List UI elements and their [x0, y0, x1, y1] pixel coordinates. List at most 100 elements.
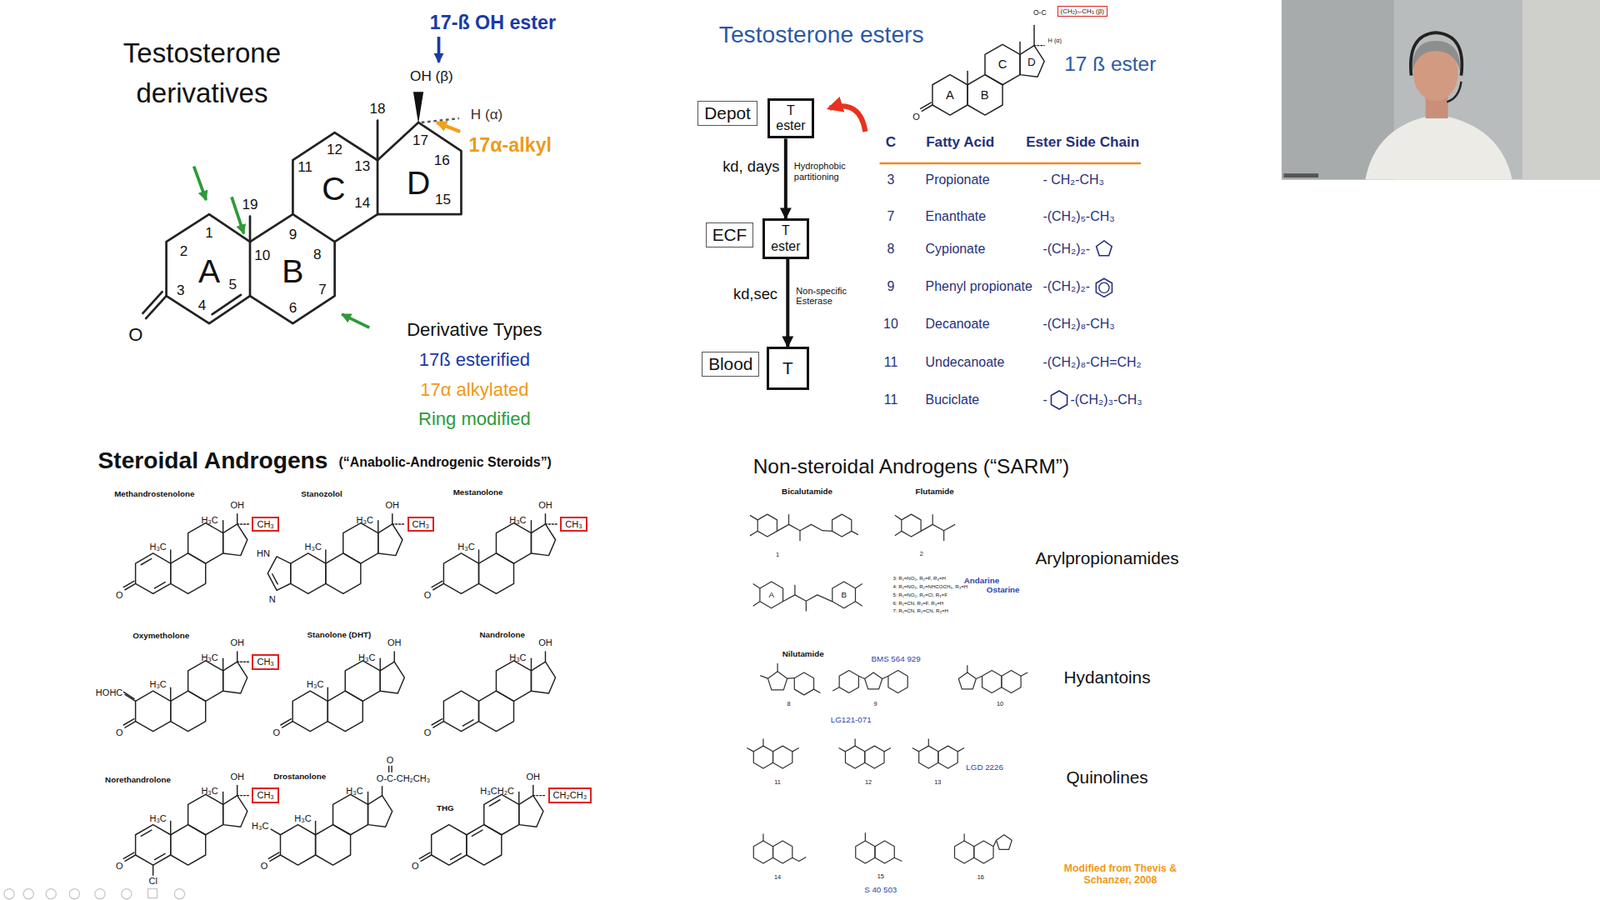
ring-letter: D [1027, 55, 1036, 69]
steroid-ring [479, 553, 515, 594]
box-text: CH₃ [256, 656, 274, 668]
molecule-ring [773, 840, 793, 864]
table-cell: -(CH₂)₂- [1042, 241, 1090, 257]
methyl-18 [376, 120, 380, 160]
molecule-bond [920, 524, 955, 531]
compound-name: Stanozolol [300, 489, 342, 499]
atom-label: H (α) [1048, 37, 1062, 45]
steroid-ring [188, 523, 224, 564]
molecule-bond [884, 748, 891, 752]
atom-label: H (α) [470, 107, 503, 125]
molecule-ring [760, 581, 784, 609]
section-heading: Steroidal Androgens [98, 447, 329, 475]
person-shirt [1365, 114, 1512, 180]
steroid-ring [530, 524, 555, 556]
callout-number: 3 [176, 282, 185, 300]
rate-label: kd, days [722, 157, 780, 175]
class-label: Hydantoins [1064, 667, 1151, 688]
molecule-bond [894, 857, 902, 861]
molecule-bond [975, 675, 982, 679]
molecule-ring [901, 514, 921, 537]
molecule-ring [855, 840, 875, 864]
table-cell: Enanthate [925, 208, 987, 224]
callout-number: 16 [434, 153, 450, 170]
atom-label: H₃C [345, 785, 363, 797]
steroid-ring [519, 795, 544, 828]
steroid-ring [495, 523, 531, 564]
atom-label: O [411, 860, 420, 872]
steroid-ring [223, 524, 248, 556]
molecule-bond [792, 748, 800, 752]
box-text: CH₃ [256, 790, 274, 801]
steroid-ring [343, 523, 379, 564]
compound-number: 11 [774, 779, 781, 786]
wedge-bond [413, 91, 424, 124]
molecule-bond [750, 530, 758, 536]
atom-label: O [424, 589, 432, 600]
bond-line [280, 719, 292, 725]
bond-line [123, 691, 135, 699]
atom-label: O [386, 754, 395, 765]
molecule-bond [805, 600, 807, 611]
bond-line [518, 792, 520, 805]
molecule-ring [996, 835, 1013, 850]
bond-line [1034, 45, 1045, 46]
steroid-ring [135, 825, 171, 865]
molecule-ring [865, 672, 883, 690]
bond-line [152, 865, 154, 875]
bond-line [282, 721, 294, 728]
molecule-bond [794, 585, 795, 595]
toolbar-icon [95, 889, 105, 900]
atom-label: N [269, 594, 276, 605]
bond-line [140, 830, 152, 836]
molecule-bond [788, 514, 790, 525]
steroid-ring [188, 660, 224, 701]
highlight-box: (CH₂)ₙ-CH₃ (β) [1057, 5, 1108, 17]
bond-line [921, 105, 933, 111]
bond-line [327, 687, 329, 701]
bond-line [222, 658, 224, 671]
callout-number: 2 [180, 244, 189, 261]
compound-name: Norethandrolone [105, 775, 171, 785]
rate-label: kd,sec [733, 285, 778, 303]
table-cell: - CH₂-CH₃ [1042, 171, 1105, 187]
toolbar-icon [45, 889, 56, 900]
bond-line [381, 786, 383, 796]
highlight-box: CH₃ [251, 654, 279, 670]
steroid-ring [967, 75, 1003, 115]
bond-line [170, 687, 171, 701]
molecule-ring [832, 581, 856, 609]
steroid-ring [443, 690, 479, 731]
person-hair [1412, 40, 1461, 72]
benzene-ring [1099, 282, 1110, 293]
molecule-ring [888, 670, 908, 693]
atom-label: O [912, 110, 920, 122]
bond-line [530, 658, 532, 671]
table-cell: Propionate [925, 171, 990, 187]
box-text: CH₃ [565, 519, 582, 530]
bond-line [966, 71, 968, 85]
molecule-bond [799, 530, 800, 541]
ring-letter: B [840, 590, 847, 600]
bond-line [380, 658, 381, 671]
substituent-note: 6: R₁=CN, R₂=F, R₃=H [892, 600, 944, 606]
atom-label: H₃C [200, 785, 218, 797]
bond-line [532, 785, 534, 795]
steroid-ring [484, 794, 520, 835]
bond-line [155, 582, 166, 589]
atom-label: H₃C [457, 541, 475, 553]
molecule-bond [993, 840, 997, 846]
bond-line [390, 766, 392, 773]
molecule-bond [957, 748, 965, 752]
atom-label: O [273, 727, 281, 739]
bond-line [545, 651, 546, 662]
compound-number: 9 [874, 700, 878, 708]
molecule-bond [895, 530, 902, 536]
table-cell: Phenyl propionate [925, 279, 1033, 295]
bond-line [471, 830, 483, 836]
compound-name: THG [436, 803, 455, 813]
table-cell: 8 [887, 241, 895, 257]
box-text: T ester [771, 103, 810, 135]
bond-line [391, 514, 393, 525]
callout-number: 6 [289, 300, 298, 317]
